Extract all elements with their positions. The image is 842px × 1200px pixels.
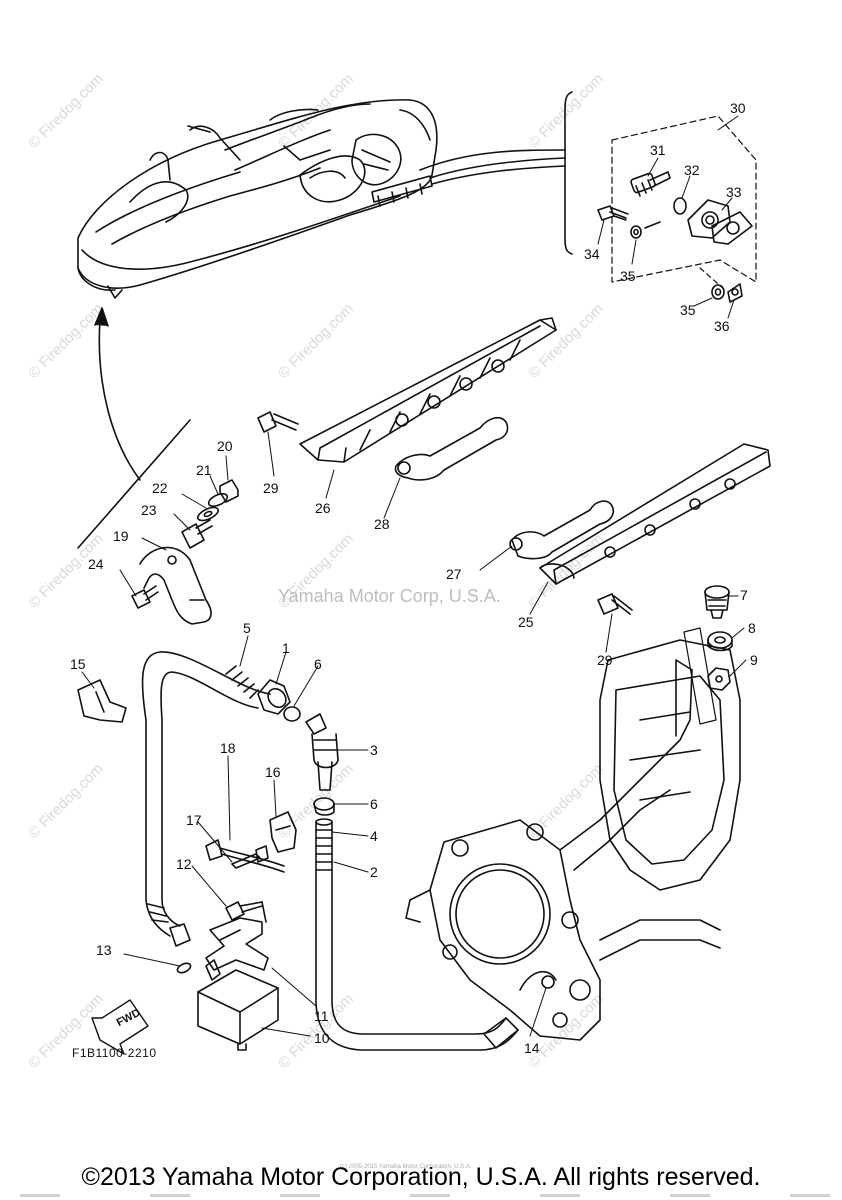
part-label-10[interactable]: 10 (314, 1030, 330, 1046)
part-label-36[interactable]: 36 (714, 318, 730, 334)
part-label-11[interactable]: 11 (314, 1008, 329, 1024)
tiny-copyright: (c) 2005-2015 Yamaha Motor Corporation, … (340, 1164, 472, 1170)
part-label-26[interactable]: 26 (315, 500, 331, 516)
part-label-1[interactable]: 1 (282, 640, 290, 656)
part-label-27[interactable]: 27 (446, 566, 462, 582)
watercraft-illustration (77, 99, 438, 299)
part-11-bracket (205, 901, 269, 971)
dashed-group-30 (611, 115, 757, 283)
part-label-2[interactable]: 2 (370, 864, 378, 880)
part-label-24[interactable]: 24 (88, 556, 104, 572)
part-label-34[interactable]: 34 (584, 246, 600, 262)
part-label-35-lower[interactable]: 35 (680, 302, 696, 318)
part-label-4[interactable]: 4 (370, 828, 378, 844)
part-label-3[interactable]: 3 (370, 742, 378, 758)
part-label-31[interactable]: 31 (650, 142, 666, 158)
part-label-8[interactable]: 8 (748, 620, 756, 636)
fwd-arrow (91, 999, 149, 1055)
part-25-rail (539, 443, 771, 585)
part-7-plug (704, 585, 730, 619)
part-15-bracket (77, 679, 127, 723)
part-label-6[interactable]: 6 (314, 656, 322, 672)
part-label-14[interactable]: 14 (524, 1040, 540, 1056)
part-label-29-lower[interactable]: 29 (597, 652, 613, 668)
part-27-bracket (509, 500, 615, 560)
part-34-bolt (597, 205, 629, 221)
part-label-22[interactable]: 22 (152, 480, 168, 496)
part-label-15[interactable]: 15 (70, 656, 86, 672)
part-label-21[interactable]: 21 (196, 462, 212, 478)
detail-bracket (564, 91, 573, 255)
part-4-hose (315, 818, 519, 1051)
part-label-18[interactable]: 18 (220, 740, 236, 756)
part-28-bracket (394, 416, 509, 481)
part-label-30[interactable]: 30 (730, 100, 746, 116)
part-13-clamp (176, 962, 192, 974)
part-32-oring (673, 197, 687, 215)
part-label-32[interactable]: 32 (684, 162, 700, 178)
part-label-7[interactable]: 7 (740, 587, 748, 603)
part-6-clamp (283, 706, 301, 722)
bottom-watermark-strip (20, 1194, 830, 1197)
part-label-19[interactable]: 19 (113, 528, 129, 544)
center-watermark: Yamaha Motor Corp, U.S.A. (278, 586, 501, 606)
part-12-screw (225, 901, 263, 921)
part-label-5[interactable]: 5 (243, 620, 251, 636)
diagram-code: F1B1100-2210 (72, 1046, 157, 1060)
part-33-flange (687, 199, 753, 245)
part-label-13[interactable]: 13 (96, 942, 112, 958)
part-10-box (197, 959, 279, 1051)
part-label-35[interactable]: 35 (620, 268, 636, 284)
jet-pump-housing (405, 639, 741, 1041)
part-19-handle (139, 546, 212, 625)
part-29b-screw (597, 593, 633, 615)
part-29-screw (257, 411, 299, 433)
part-26-rail (299, 317, 557, 463)
part-label-9[interactable]: 9 (750, 652, 758, 668)
part-label-29[interactable]: 29 (263, 480, 279, 496)
part-label-17[interactable]: 17 (186, 812, 202, 828)
part-9-nut (707, 667, 731, 691)
part-label-12[interactable]: 12 (176, 856, 192, 872)
part-31-drain-plug (630, 171, 671, 197)
part-3-valve (305, 713, 339, 791)
part-16-clip (269, 811, 297, 853)
part-label-20[interactable]: 20 (217, 438, 233, 454)
part-label-16[interactable]: 16 (265, 764, 281, 780)
part-5-hose (141, 651, 271, 947)
part-1-joint (257, 679, 291, 715)
part-label-25[interactable]: 25 (518, 614, 534, 630)
part-label-33[interactable]: 33 (726, 184, 742, 200)
copyright-footer: ©2013 Yamaha Motor Corporation, U.S.A. A… (81, 1163, 761, 1191)
part-label-28[interactable]: 28 (374, 516, 390, 532)
part-label-23[interactable]: 23 (141, 502, 157, 518)
curved-arrow (98, 319, 141, 481)
part-label-6-lower[interactable]: 6 (370, 796, 378, 812)
part-17-rivet (231, 853, 261, 869)
